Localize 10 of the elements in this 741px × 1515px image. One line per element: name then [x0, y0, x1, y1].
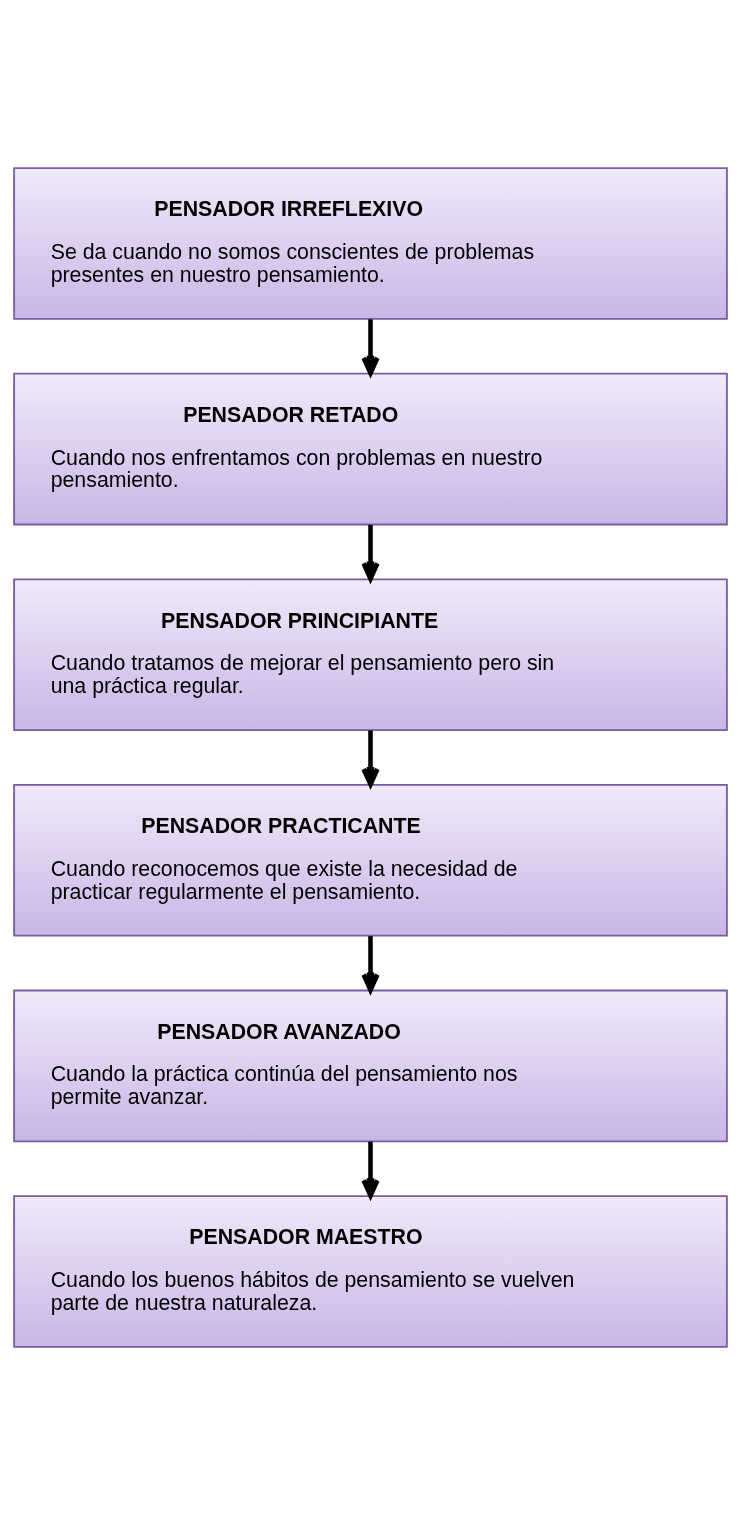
- node-box: PENSADOR PRACTICANTE Cuando reconocemos que existe la necesidad de practicar regularmente el pensamiento.: [13, 784, 728, 937]
- node-box: PENSADOR MAESTRO Cuando los buenos hábitos de pensamiento se vuelven parte de nuestra naturaleza.: [13, 1195, 728, 1348]
- node-box: PENSADOR AVANZADO Cuando la práctica continúa del pensamiento nos permite avanzar.: [13, 989, 728, 1143]
- arrow: [361, 730, 380, 787]
- node-box: PENSADOR PRINCIPIANTE Cuando tratamos de mejorar el pensamiento pero sin una práctica regular.: [13, 578, 728, 731]
- node-box: PENSADOR RETADO Cuando nos enfrentamos con problemas en nuestro pensamiento.: [13, 372, 728, 526]
- arrow: [361, 936, 380, 993]
- arrow: [361, 524, 380, 582]
- node-box: PENSADOR IRREFLEXIVO Se da cuando no somos conscientes de problemas presentes en nuestro pensamiento.: [13, 167, 728, 320]
- arrow: [361, 319, 380, 376]
